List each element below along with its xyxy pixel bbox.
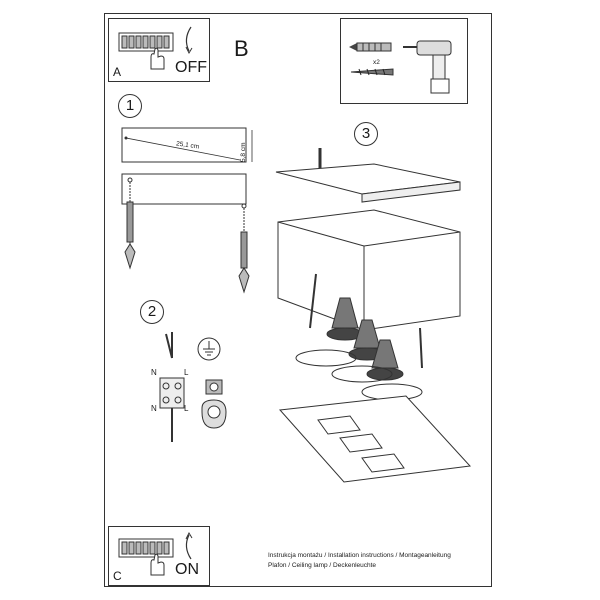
instruction-sheet <box>104 13 492 587</box>
drill-icon <box>403 40 452 94</box>
live-label-top: L <box>184 368 189 377</box>
measure-height-label: 5,8 cm <box>240 142 247 162</box>
quantity-label: x2 <box>373 59 380 66</box>
power-off-box: A OFF <box>108 18 210 82</box>
neutral-label-top: N <box>151 368 157 377</box>
wiring-diagram <box>159 332 185 442</box>
lamp-assembly-diagram <box>275 148 472 483</box>
spotlight-3 <box>366 339 404 381</box>
footer-subtitle: Plafon / Ceiling lamp / Deckenleuchte <box>268 562 377 569</box>
spotlight-1 <box>326 297 364 341</box>
ceiling-mount-diagram <box>121 173 250 294</box>
footer-title: Instrukcja montażu / Installation instru… <box>268 552 451 559</box>
ground-symbol-icon <box>197 337 221 361</box>
power-on-box: C ON <box>108 526 210 586</box>
circuit-breaker-icon <box>118 32 174 52</box>
ground-terminal-icon <box>201 379 227 429</box>
spotlight-2 <box>348 319 386 361</box>
anchor-right <box>238 208 250 294</box>
power-on-label: ON <box>175 561 199 578</box>
step-1-marker: 1 <box>118 94 142 118</box>
measure-diagram <box>121 127 253 163</box>
hand-icon <box>150 47 165 70</box>
tools-box: x2 <box>340 18 468 104</box>
live-label-bottom: L <box>184 404 189 413</box>
box-letter-a: A <box>113 65 122 79</box>
step-3-marker: 3 <box>354 122 378 146</box>
circuit-breaker-icon <box>118 538 174 558</box>
step-2-marker: 2 <box>140 300 164 324</box>
power-off-label: OFF <box>175 59 207 76</box>
switch-arrow-icon <box>185 531 193 560</box>
switch-arrow-icon <box>185 26 193 55</box>
screw-icon <box>350 68 394 76</box>
wall-plug-icon <box>349 42 392 52</box>
anchor-left <box>124 182 136 270</box>
neutral-label-bottom: N <box>151 404 157 413</box>
box-letter-b: B <box>234 36 249 61</box>
box-letter-c: C <box>113 569 122 583</box>
hand-icon <box>150 553 165 576</box>
